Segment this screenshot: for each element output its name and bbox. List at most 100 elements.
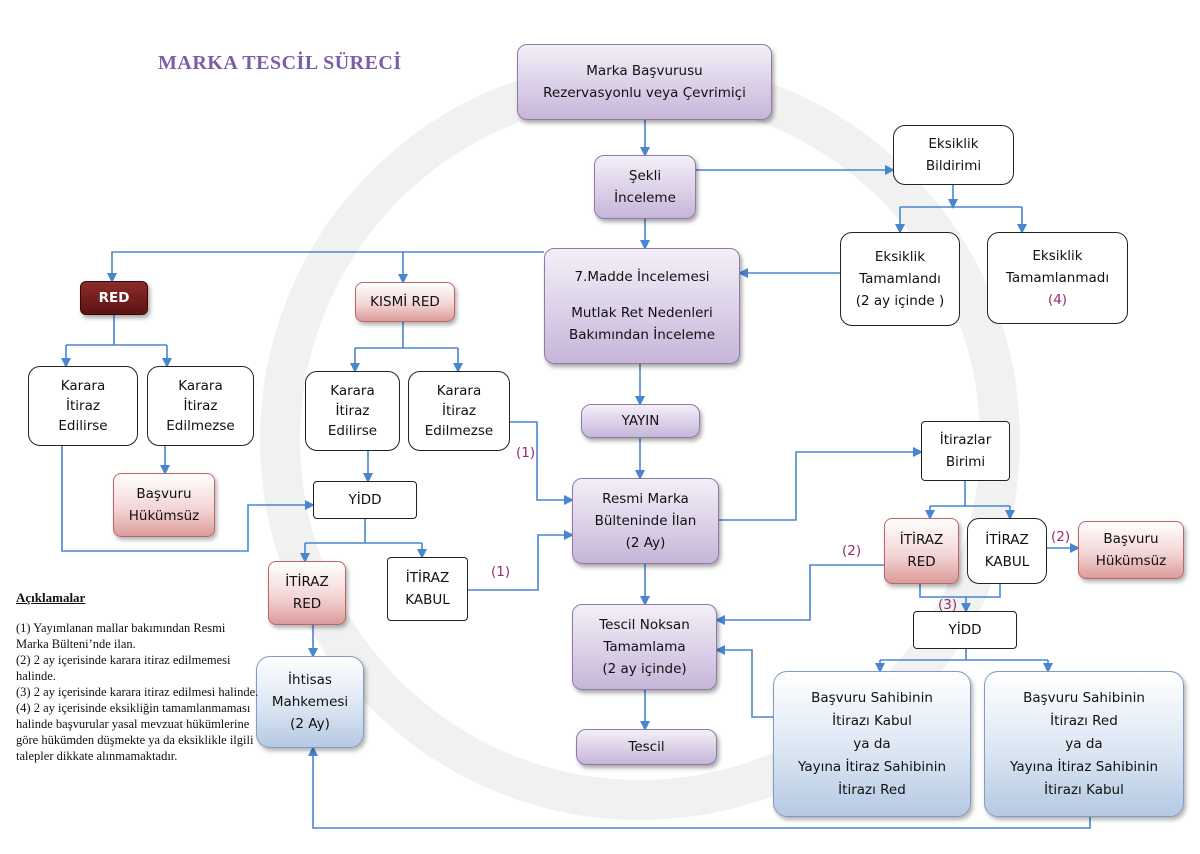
node-void-left: BaşvuruHükümsüz [113,473,215,537]
node-text-line: (2 ay içinde) [602,658,686,680]
node-objection-red-right: İTİRAZRED [884,518,959,584]
flow-arrow [719,452,921,520]
node-text-line: Şekli [629,165,661,187]
node-text-line: Yayına İtiraz Sahibinin [798,756,946,779]
node-objection-accept-left: İTİRAZKABUL [387,557,468,621]
legend-item: (4) 2 ay içerisinde eksikliğin tamamlanm… [16,700,261,764]
node-text-line: Tamamlandı [859,268,941,290]
flow-arrow [468,535,572,590]
node-text-line: RED [907,551,935,573]
legend: Açıklamalar (1) Yayımlanan mallar bakımı… [16,590,261,764]
node-text-line: Mutlak Ret Nedenleri [571,302,713,324]
node-text-line: Karara [437,381,482,401]
node-deficiency-not-completed: EksiklikTamamlanmadı(4) [987,232,1128,324]
page-title: MARKA TESCİL SÜRECİ [158,52,402,75]
node-text-line: Karara [178,376,223,396]
node-text-line: Hükümsüz [1096,550,1167,572]
node-text-line: Marka Başvurusu [586,60,702,82]
node-text-line: İtirazı Kabul [832,710,912,733]
node-text-line: Karara [330,381,375,401]
node-text-line: Rezervasyonlu veya Çevrimiçi [543,82,746,104]
node-bulletin: Resmi MarkaBülteninde İlan(2 Ay) [572,478,719,564]
flow-arrow [510,422,572,500]
node-text-line: Eksiklik [928,133,978,155]
node-text-line: ya da [1065,733,1102,756]
node-text-line: Birimi [946,451,985,473]
node-formal-exam: Şekliİnceleme [594,155,696,219]
node-registration: Tescil [576,729,717,765]
node-text-line: İtirazı Kabul [1044,779,1124,802]
legend-item: (2) 2 ay içerisinde karara itiraz edilme… [16,652,261,684]
node-text-line: Edilirse [328,421,377,441]
node-text-line: RED [99,287,130,309]
node-text-line: Bakımından İnceleme [569,324,715,346]
node-specialized-court: İhtisasMahkemesi(2 Ay) [256,656,364,748]
node-text-line: Eksiklik [1032,245,1082,267]
flow-arrow [717,650,773,717]
node-registration-completion: Tescil NoksanTamamlama(2 ay içinde) [572,604,717,690]
node-partial-red: KISMİ RED [355,282,455,322]
legend-item: (3) 2 ay içerisinde karara itiraz edilme… [16,684,261,700]
note-2: (2) [842,543,861,559]
node-text-line: İTİRAZ [985,529,1029,551]
legend-item: (1) Yayımlanan mallar bakımından Resmi M… [16,620,261,652]
node-article7-exam: 7.Madde İncelemesiMutlak Ret NedenleriBa… [544,248,740,364]
node-text-line: Edilirse [58,416,107,436]
node-text-line: KISMİ RED [370,291,440,313]
node-yidd-left: YİDD [313,481,417,519]
node-text-line: Yayına İtiraz Sahibinin [1010,756,1158,779]
legend-heading: Açıklamalar [16,590,261,606]
node-text-line: Resmi Marka [602,488,689,510]
node-deficiency-completed: EksiklikTamamlandı(2 ay içinde ) [840,232,960,326]
node-outcome-accept: Başvuru Sahibininİtirazı Kabulya daYayın… [773,671,971,817]
node-text-line: (2 Ay) [626,532,666,554]
note-1: (1) [491,564,510,580]
node-outcome-red: Başvuru Sahibininİtirazı Redya daYayına … [984,671,1184,817]
node-text-line: (2 Ay) [290,713,330,735]
node-text-line: Bildirimi [926,155,981,177]
node-text-line: RED [293,593,321,615]
node-text-line: İtiraz [66,396,100,416]
note-1: (1) [516,445,535,461]
node-text-line: KABUL [985,551,1030,573]
node-text-line: İTİRAZ [406,567,450,589]
node-deficiency-notice: EksiklikBildirimi [893,125,1014,185]
note-3: (3) [938,597,957,613]
node-text-line: Tescil Noksan [599,614,690,636]
node-text-line: Bülteninde İlan [595,510,697,532]
node-text-line: Başvuru Sahibinin [811,687,933,710]
node-text-line: Edilmezse [166,416,234,436]
node-red: RED [80,281,148,315]
node-text-line: Başvuru [136,483,191,505]
node-text-line: (2 ay içinde ) [856,290,945,312]
node-text-line: Başvuru Sahibinin [1023,687,1145,710]
node-text-line: Tamamlanmadı [1006,267,1109,289]
node-text-line: İnceleme [614,187,676,209]
node-text-line: Tescil [628,736,664,758]
node-text-line: İhtisas [288,669,332,691]
node-text-line: KABUL [405,589,450,611]
node-void-right: BaşvuruHükümsüz [1078,521,1184,579]
node-application: Marka BaşvurusuRezervasyonlu veya Çevrim… [517,44,772,120]
node-yidd-right: YİDD [913,611,1017,649]
node-text-line: İtiraz [184,396,218,416]
node-text-line: Hükümsüz [129,505,200,527]
node-text-line: Tamamlama [603,636,685,658]
node-text-line: İtirazı Red [1050,710,1118,733]
node-text-line: YAYIN [622,410,660,432]
flow-arrow [717,565,884,620]
node-text-line: İtiraz [442,401,476,421]
node-text-line: Edilmezse [425,421,493,441]
node-objections-unit: İtirazlarBirimi [921,421,1010,481]
node-no-appeal-left: KararaİtirazEdilmezse [147,366,254,446]
note-2: (2) [1051,529,1070,545]
node-text-line: Başvuru [1103,528,1158,550]
node-text-line: (4) [1048,289,1067,311]
node-text-line: İTİRAZ [285,571,329,593]
node-text-line: Karara [61,376,106,396]
node-text-line: 7.Madde İncelemesi [574,266,709,288]
node-text-line: YİDD [348,489,381,511]
node-text-line: İtiraz [336,401,370,421]
node-objection-red-left: İTİRAZRED [268,561,346,625]
